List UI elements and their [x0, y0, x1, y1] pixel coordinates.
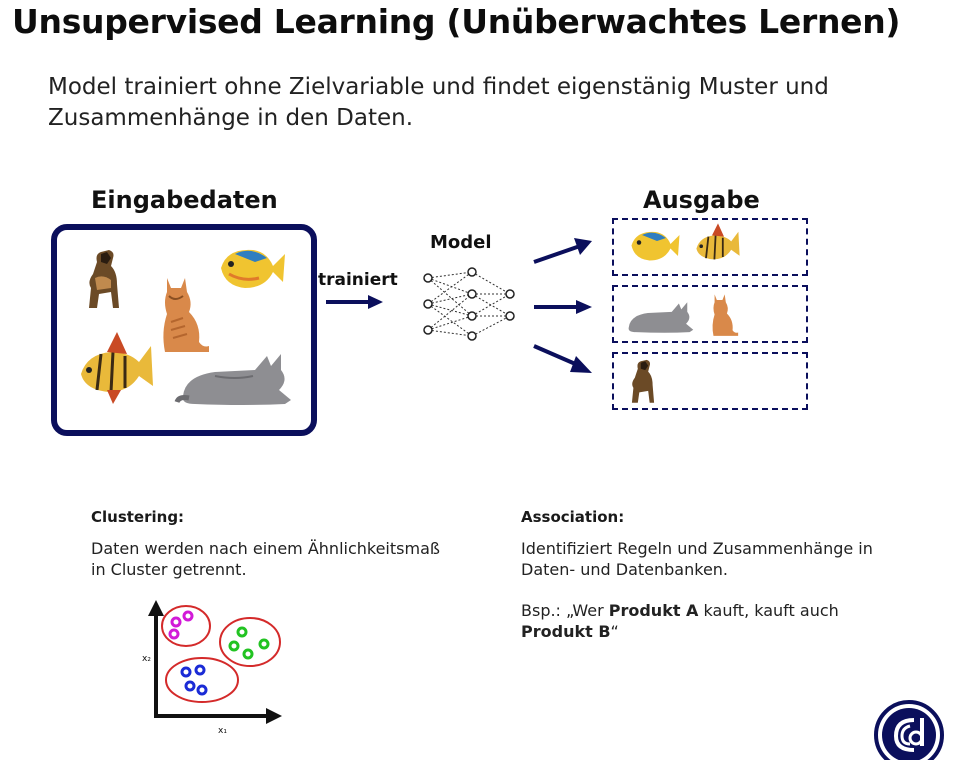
dog-icon [89, 250, 119, 308]
association-title: Association: [521, 508, 625, 526]
output-cluster-dogs [612, 352, 808, 410]
output-cluster-cats [612, 285, 808, 343]
axis-x-label: x₁ [218, 726, 227, 736]
page-title: Unsupervised Learning (Unüberwachtes Ler… [12, 2, 901, 41]
arrow-right-icon [326, 295, 383, 309]
example-suffix: “ [610, 622, 619, 641]
axis-y-label: x₂ [142, 654, 151, 664]
association-body: Identifiziert Regeln und Zusammenhänge i… [521, 539, 873, 579]
example-prefix: Bsp.: „Wer [521, 601, 609, 620]
page-subtitle: Model trainiert ohne Zielvariable und fi… [48, 74, 829, 131]
arrow-right-icon [534, 300, 592, 314]
example-product-a: Produkt A [608, 601, 699, 620]
input-data-box [51, 224, 317, 436]
fish-icon [221, 249, 285, 288]
input-heading: Eingabedaten [91, 186, 278, 214]
brand-logo-icon [874, 700, 944, 760]
clustering-body: Daten werden nach einem Ähnlichkeitsmaß … [91, 539, 440, 579]
clustering-title: Clustering: [91, 508, 185, 526]
dog-icon [631, 359, 655, 403]
fish-icon [81, 332, 153, 404]
model-label: Model [430, 232, 492, 253]
train-label: trainiert [318, 270, 398, 290]
arrow-up-right-icon [533, 238, 592, 264]
fish-icon [631, 231, 680, 261]
cat-icon [163, 278, 209, 352]
example-product-b: Produkt B [521, 622, 611, 641]
fish-icon [696, 223, 740, 260]
example-mid: kauft, kauft auch [698, 601, 839, 620]
arrow-down-right-icon [533, 344, 592, 373]
cat-icon [174, 354, 291, 405]
cat-icon [712, 294, 739, 336]
output-cluster-fish [612, 218, 808, 276]
cluster-plot [148, 600, 282, 724]
cat-icon [628, 302, 694, 333]
output-heading: Ausgabe [643, 186, 760, 214]
neural-network-icon [423, 267, 515, 341]
association-example: Bsp.: „Wer Produkt A kauft, kauft auch P… [521, 600, 841, 642]
